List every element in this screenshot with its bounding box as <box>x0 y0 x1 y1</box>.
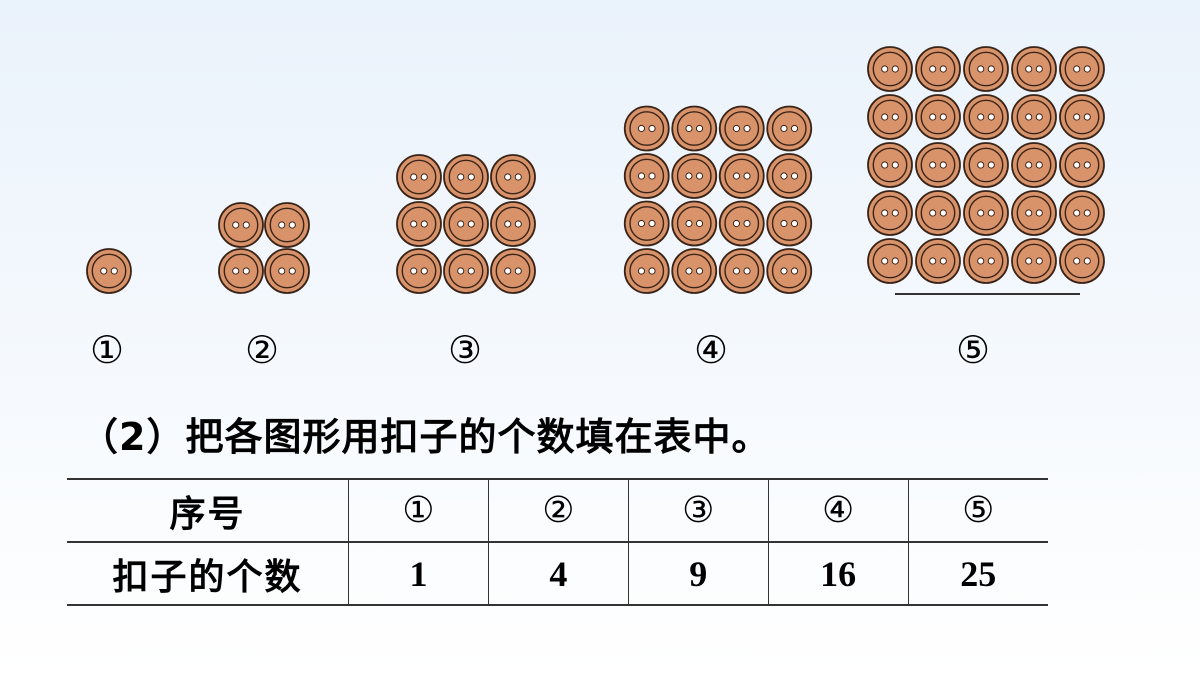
index-cell-1: ① <box>348 478 489 543</box>
button-icon <box>671 153 718 199</box>
count-cell-5-answer: 25 <box>907 542 1048 606</box>
button-figure-3 <box>396 154 536 294</box>
button-icon <box>218 248 264 294</box>
figure-label-3: ③ <box>447 328 483 372</box>
button-icon <box>623 200 670 247</box>
button-icon <box>766 248 813 294</box>
button-icon <box>718 200 765 247</box>
button-icon <box>718 153 765 199</box>
button-icon <box>623 153 670 199</box>
button-icon <box>671 105 718 152</box>
button-icon <box>443 154 489 200</box>
button-icon <box>490 248 536 294</box>
button-icon <box>443 248 489 294</box>
figure-label-2: ② <box>244 328 280 372</box>
count-cell-2: 4 <box>487 542 629 606</box>
button-icon <box>867 142 913 188</box>
button-icon <box>915 190 961 236</box>
button-icon <box>1011 46 1057 92</box>
button-icon <box>766 153 813 199</box>
button-icon <box>963 46 1009 92</box>
row-header-index: 序号 <box>67 478 349 543</box>
figure-label-1: ① <box>89 328 125 372</box>
button-icon <box>396 154 442 200</box>
button-icon <box>867 238 913 284</box>
count-cell-4: 16 <box>767 542 909 606</box>
button-icon <box>766 200 813 247</box>
button-icon <box>1011 94 1057 140</box>
button-icon <box>264 202 310 248</box>
figure-label-4: ④ <box>693 328 729 372</box>
instruction-text: （2）把各图形用扣子的个数填在表中。 <box>80 415 771 459</box>
button-icon <box>718 248 765 294</box>
button-icon <box>963 142 1009 188</box>
button-icon <box>1059 94 1105 140</box>
button-figure-5 <box>867 46 1105 284</box>
button-icon <box>915 238 961 284</box>
button-icon <box>915 142 961 188</box>
index-cell-2: ② <box>487 478 629 543</box>
button-icon <box>1059 238 1105 284</box>
table-row-counts: 扣子的个数 1 4 9 16 25 <box>67 542 1048 606</box>
button-icon <box>671 200 718 247</box>
button-icon <box>218 202 264 248</box>
button-icon <box>867 46 913 92</box>
button-icon <box>963 190 1009 236</box>
index-cell-4: ④ <box>767 478 909 543</box>
button-icon <box>1011 142 1057 188</box>
button-icon <box>1059 46 1105 92</box>
index-cell-3: ③ <box>627 478 769 543</box>
button-icon <box>490 201 536 247</box>
button-icon <box>1011 190 1057 236</box>
button-icon <box>264 248 310 294</box>
button-icon <box>963 238 1009 284</box>
row-header-count: 扣子的个数 <box>67 542 349 606</box>
figure-label-5: ⑤ <box>955 328 991 372</box>
button-icon <box>867 190 913 236</box>
button-icon <box>443 201 489 247</box>
count-cell-1: 1 <box>348 542 489 606</box>
button-figure-4 <box>623 105 813 294</box>
count-cell-3: 9 <box>627 542 769 606</box>
button-icon <box>396 201 442 247</box>
button-icon <box>623 105 670 152</box>
button-icon <box>623 248 670 294</box>
button-icon <box>490 154 536 200</box>
button-icon <box>867 94 913 140</box>
button-icon <box>1059 142 1105 188</box>
button-icon <box>915 94 961 140</box>
button-icon <box>766 105 813 152</box>
button-icon <box>86 248 132 294</box>
button-icon <box>915 46 961 92</box>
index-cell-5: ⑤ <box>907 478 1048 543</box>
button-icon <box>1059 190 1105 236</box>
button-icon <box>396 248 442 294</box>
button-icon <box>1011 238 1057 284</box>
button-icon <box>718 105 765 152</box>
button-figure-2 <box>218 202 310 294</box>
button-figures <box>86 46 1105 295</box>
table-row-index: 序号 ① ② ③ ④ ⑤ <box>67 478 1048 543</box>
count-table: 序号 ① ② ③ ④ ⑤ 扣子的个数 1 4 9 16 25 <box>67 478 1048 606</box>
button-icon <box>671 248 718 294</box>
button-icon <box>963 94 1009 140</box>
button-figure-1 <box>86 248 132 294</box>
